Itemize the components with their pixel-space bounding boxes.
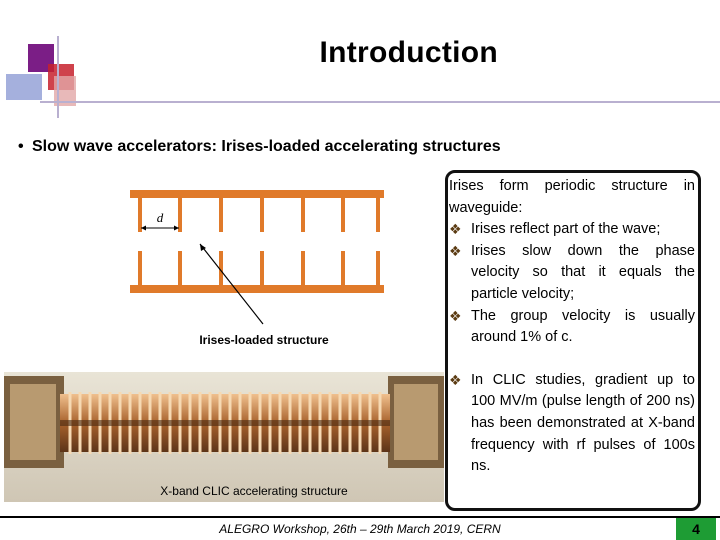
arrow-head-right-icon xyxy=(174,225,179,231)
iris-top xyxy=(376,198,380,232)
iris-bottom xyxy=(138,251,142,285)
xband-structure-photo xyxy=(4,372,444,502)
list-item: ❖ Irises reflect part of the wave; xyxy=(449,219,695,241)
footer-divider xyxy=(0,516,720,518)
diamond-bullet-icon: ❖ xyxy=(449,242,462,259)
iris-bottom xyxy=(301,251,305,285)
iris-bottom xyxy=(219,251,223,285)
iris-set xyxy=(138,198,380,285)
irises-diagram: d Irises-loaded structure xyxy=(130,190,384,346)
main-bullet-text: Slow wave accelerators: Irises-loaded ac… xyxy=(32,138,501,155)
photo-caption: X-band CLIC accelerating structure xyxy=(160,484,348,498)
iris-bottom xyxy=(178,251,182,285)
decor-square-pink xyxy=(54,76,76,106)
diamond-bullet-icon: ❖ xyxy=(449,307,462,324)
waveguide-bottom-wall xyxy=(130,285,384,293)
iris-top xyxy=(138,198,142,232)
list-item: ❖ Irises slow down the phase velocity so… xyxy=(449,241,695,306)
period-label-d: d xyxy=(157,210,164,225)
iris-top xyxy=(301,198,305,232)
slide-title: Introduction xyxy=(319,36,498,69)
iris-bottom xyxy=(260,251,264,285)
iris-top xyxy=(341,198,345,232)
list-item-text: Irises slow down the phase velocity so t… xyxy=(471,242,695,302)
text-box-intro: Irises form periodic structure in wavegu… xyxy=(449,178,695,216)
iris-bottom xyxy=(376,251,380,285)
decor-vertical-line xyxy=(57,36,59,118)
list-item: ❖ The group velocity is usually around 1… xyxy=(449,306,695,349)
iris-top xyxy=(178,198,182,232)
iris-top xyxy=(260,198,264,232)
diamond-bullet-icon: ❖ xyxy=(449,371,462,388)
arrow-head-left-icon xyxy=(141,225,146,231)
text-box-content: Irises form periodic structure in wavegu… xyxy=(449,176,695,478)
bullet-dot-icon: • xyxy=(18,138,24,155)
diagram-caption: Irises-loaded structure xyxy=(199,333,329,346)
iris-bottom xyxy=(341,251,345,285)
diamond-bullet-icon: ❖ xyxy=(449,221,462,238)
waveguide-top-wall xyxy=(130,190,384,198)
page-number: 4 xyxy=(676,518,716,540)
iris-top xyxy=(219,198,223,232)
decor-horizontal-line xyxy=(40,101,720,103)
list-item-text: Irises reflect part of the wave; xyxy=(471,221,661,238)
list-item-text: In CLIC studies, gradient up to 100 MV/m… xyxy=(471,371,695,475)
footer-text: ALEGRO Workshop, 26th – 29th March 2019,… xyxy=(219,522,501,536)
text-box-frame xyxy=(445,170,701,511)
pointer-line xyxy=(199,243,264,325)
pointer-arrow-icon xyxy=(200,244,206,251)
list-item-text: The group velocity is usually around 1% … xyxy=(471,307,695,346)
list-item-clic: ❖ In CLIC studies, gradient up to 100 MV… xyxy=(449,370,695,478)
main-bullet: • Slow wave accelerators: Irises-loaded a… xyxy=(18,138,501,156)
decor-square-blue xyxy=(6,74,42,100)
